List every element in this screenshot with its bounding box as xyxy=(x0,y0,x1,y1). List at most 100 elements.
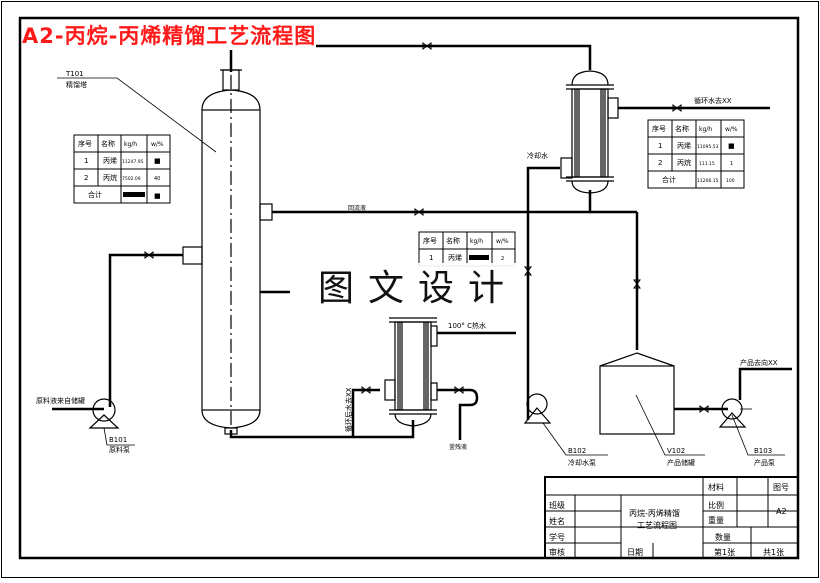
bottoms-pipe xyxy=(229,420,415,439)
condenser xyxy=(560,70,619,194)
drawing-no-value: A2 xyxy=(776,507,787,516)
cell: 111.15 xyxy=(699,161,715,167)
cell: 丙烷 xyxy=(103,173,117,182)
drawing-no-label: 图号 xyxy=(773,483,789,492)
valve-icon xyxy=(414,208,424,216)
tank-tag: V102 xyxy=(667,447,685,455)
class-label: 班级 xyxy=(549,500,565,510)
labels: T101 精馏塔 原料液来自储罐 B101 原料泵 回流液 循环水去XX 冷却水… xyxy=(36,70,778,467)
cell: ■ xyxy=(154,157,161,165)
valves xyxy=(144,42,709,413)
th-kgh: kg/h xyxy=(470,238,483,245)
cell: 2 xyxy=(501,256,504,262)
residue-pipe xyxy=(437,388,479,440)
drawing-title-line1: 丙烷-丙烯精馏 xyxy=(629,508,680,518)
cell: 40 xyxy=(154,176,160,182)
reflux-label: 回流液 xyxy=(348,204,366,212)
cell: 1 xyxy=(658,142,662,150)
cell: ■ xyxy=(154,192,161,200)
valve-icon xyxy=(361,386,371,394)
feed-pump-icon xyxy=(88,398,120,429)
reboiler-return-pipe xyxy=(351,388,380,437)
th-name: 名称 xyxy=(446,236,460,245)
top-product-table: 序号 名称 kg/h w/% 1 丙烯 11095.53 ■ 2 丙烷 111.… xyxy=(647,119,745,189)
valve-icon xyxy=(422,42,432,50)
cell: 11206.15 xyxy=(697,178,719,184)
leader-lines xyxy=(57,77,785,456)
product-pump-name: 产品泵 xyxy=(754,458,775,467)
th-w: w/% xyxy=(725,126,738,133)
th-w: w/% xyxy=(151,141,164,148)
feed-label: 原料液来自储罐 xyxy=(36,396,85,405)
cell: 1 xyxy=(429,254,433,262)
sheet-label: 第1张 xyxy=(714,547,735,557)
th-no: 序号 xyxy=(423,236,437,245)
th-w: w/% xyxy=(496,238,509,245)
date-label: 日期 xyxy=(627,548,643,557)
redacted-cell xyxy=(469,255,489,260)
column-name: 精馏塔 xyxy=(66,80,87,89)
product-out-pipe xyxy=(738,367,792,400)
cell: 2 xyxy=(84,174,88,182)
title-block: 材料 图号 班级 比例 A2 姓名 重量 丙烷-丙烯精馏 工艺流程图 学号 数量… xyxy=(544,476,799,559)
overhead-vapor-pipe xyxy=(229,44,592,72)
cell: 11095.53 xyxy=(697,144,719,150)
feed-composition-table: 序号 名称 kg/h w/% 1 丙烯 11247.95 ■ 2 丙烷 7502… xyxy=(73,134,171,204)
quantity-label: 数量 xyxy=(715,532,731,542)
th-name: 名称 xyxy=(101,139,115,148)
residue-label: 釜残液 xyxy=(449,443,467,451)
bottom-product-table: 序号 名称 kg/h w/% 1 丙烯 2 xyxy=(418,231,516,267)
reflux-pipe xyxy=(272,190,592,214)
valve-icon xyxy=(672,104,682,112)
name-label: 姓名 xyxy=(549,516,565,526)
valve-icon xyxy=(633,279,641,289)
th-no: 序号 xyxy=(78,139,92,148)
tank-name: 产品储罐 xyxy=(667,458,695,467)
valve-icon xyxy=(524,266,532,276)
piping xyxy=(52,44,792,440)
cooling-pump-tag: B102 xyxy=(568,447,586,455)
cell: 丙烯 xyxy=(103,156,117,165)
product-tank xyxy=(599,352,675,435)
watermark: 图文设计 xyxy=(290,263,520,315)
inner-border xyxy=(18,16,800,560)
distillation-column xyxy=(182,69,273,435)
cell: 11247.95 xyxy=(122,159,144,165)
weight-label: 重量 xyxy=(708,515,724,525)
pumps xyxy=(88,393,747,429)
drawing-title-line2: 工艺流程图 xyxy=(637,520,677,530)
hot-water-label: 100° C热水 xyxy=(448,321,486,330)
th-name: 名称 xyxy=(675,124,689,133)
valve-icon xyxy=(454,386,464,394)
feed-pump-name: 原料泵 xyxy=(109,445,130,454)
valve-icon xyxy=(699,405,709,413)
column-tag: T101 xyxy=(65,70,84,78)
feed-pump-tag: B101 xyxy=(109,436,127,444)
th-kgh: kg/h xyxy=(699,126,712,133)
material-label: 材料 xyxy=(708,482,724,492)
cooling-water-label: 冷却水 xyxy=(527,151,548,160)
product-out-label: 产品去向XX xyxy=(740,358,778,367)
cooling-water-pump-icon xyxy=(523,393,552,424)
reboiler xyxy=(384,317,438,427)
redacted-cell xyxy=(123,192,145,197)
cell: ■ xyxy=(728,142,735,150)
cooling-pump-name: 冷却水泵 xyxy=(568,458,596,467)
cell: 2 xyxy=(658,159,662,167)
cell: 丙烯 xyxy=(448,253,462,262)
cooling-water-pipe xyxy=(526,166,560,420)
drawing-title: A2-丙烷-丙烯精馏工艺流程图 xyxy=(22,20,317,50)
product-pump-tag: B103 xyxy=(754,447,772,455)
cell: 1 xyxy=(730,161,733,167)
student-no-label: 学号 xyxy=(549,532,565,542)
cell: 合计 xyxy=(88,190,102,199)
cell: 合计 xyxy=(662,175,676,184)
scale-label: 比例 xyxy=(708,500,724,510)
total-sheets-label: 共1张 xyxy=(763,548,784,557)
cell: 1 xyxy=(84,157,88,165)
review-label: 审核 xyxy=(549,547,565,557)
th-kgh: kg/h xyxy=(124,141,137,148)
th-no: 序号 xyxy=(652,124,666,133)
